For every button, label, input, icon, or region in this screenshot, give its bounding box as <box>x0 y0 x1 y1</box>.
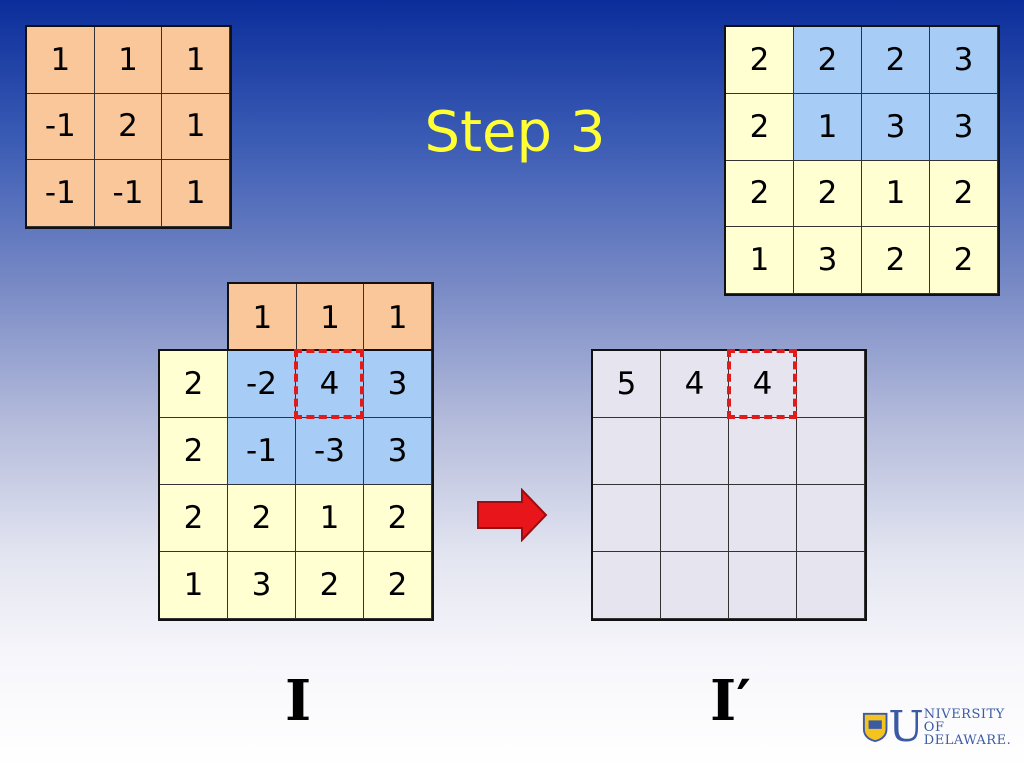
overlay-matrix: 2 -2 4 3 2 -1 -3 3 2 2 1 2 1 3 2 2 <box>158 349 434 621</box>
image-matrix: 2 2 2 3 2 1 3 3 2 2 1 2 1 3 2 2 <box>724 25 1000 296</box>
logo-wordmark: NIVERSITY OF DELAWARE. <box>924 708 1024 747</box>
overlay-cell: 2 <box>364 552 432 619</box>
image-cell: 1 <box>726 227 794 294</box>
output-cell: 4 <box>661 351 729 418</box>
logo-letter: U <box>888 702 924 751</box>
overlay-cell: 2 <box>228 485 296 552</box>
output-label: I′ <box>710 668 751 734</box>
overlay-kernel-row: 1 1 1 <box>227 282 434 352</box>
image-cell: 3 <box>930 27 998 94</box>
output-cell: 5 <box>593 351 661 418</box>
overlay-cell: -2 <box>228 351 296 418</box>
right-arrow-icon <box>476 487 548 546</box>
output-cell <box>797 552 865 619</box>
output-cell <box>797 418 865 485</box>
kernel-cell: -1 <box>94 160 163 227</box>
image-cell: 2 <box>726 93 794 161</box>
slide-title: Step 3 <box>424 100 606 165</box>
university-logo: U NIVERSITY OF DELAWARE. <box>862 706 1024 748</box>
image-cell: 3 <box>794 227 862 294</box>
output-matrix: 5 4 4 <box>591 349 867 621</box>
kernel-cell: -1 <box>27 160 95 227</box>
overlay-cell: -1 <box>228 418 296 485</box>
output-cell <box>797 351 865 418</box>
overlay-kernel-cell: 1 <box>229 284 297 352</box>
input-label: I <box>285 668 312 734</box>
image-cell: 2 <box>726 27 794 94</box>
overlay-cell: 4 <box>296 351 364 418</box>
kernel-cell: -1 <box>27 93 95 161</box>
overlay-cell: 2 <box>296 552 364 619</box>
image-cell: 2 <box>794 27 862 94</box>
kernel-cell: 1 <box>162 160 230 227</box>
shield-icon <box>862 712 888 743</box>
image-cell: 2 <box>930 160 998 228</box>
output-cell <box>729 418 797 485</box>
output-cell <box>593 418 661 485</box>
image-cell: 2 <box>862 227 930 294</box>
kernel-cell: 1 <box>27 27 95 94</box>
overlay-cell: 3 <box>364 351 432 418</box>
output-cell <box>593 485 661 552</box>
output-cell <box>797 485 865 552</box>
kernel-cell: 1 <box>162 27 230 94</box>
overlay-cell: 2 <box>160 485 228 552</box>
image-cell: 1 <box>862 160 930 228</box>
image-cell: 1 <box>794 93 862 161</box>
kernel-matrix: 1 1 1 -1 2 1 -1 -1 1 <box>25 25 232 229</box>
image-cell: 3 <box>862 93 930 161</box>
output-cell: 4 <box>729 351 797 418</box>
logo-line1: NIVERSITY OF <box>923 706 1005 735</box>
output-cell <box>661 552 729 619</box>
overlay-cell: 1 <box>160 552 228 619</box>
overlay-cell: 3 <box>364 418 432 485</box>
overlay-cell: 2 <box>160 418 228 485</box>
overlay-cell: 2 <box>160 351 228 418</box>
output-cell <box>661 418 729 485</box>
image-cell: 2 <box>862 27 930 94</box>
kernel-cell: 1 <box>94 27 163 94</box>
overlay-cell: 1 <box>296 485 364 552</box>
overlay-kernel-cell: 1 <box>296 284 365 352</box>
output-cell <box>729 552 797 619</box>
kernel-cell: 1 <box>162 93 230 161</box>
overlay-cell: 3 <box>228 552 296 619</box>
logo-line2: DELAWARE. <box>923 732 1012 748</box>
kernel-cell: 2 <box>94 93 163 161</box>
image-cell: 3 <box>930 93 998 161</box>
output-cell <box>593 552 661 619</box>
overlay-kernel-cell: 1 <box>364 284 432 352</box>
overlay-cell: -3 <box>296 418 364 485</box>
output-cell <box>661 485 729 552</box>
image-cell: 2 <box>726 160 794 228</box>
image-cell: 2 <box>930 227 998 294</box>
overlay-cell: 2 <box>364 485 432 552</box>
output-cell <box>729 485 797 552</box>
image-cell: 2 <box>794 160 862 228</box>
